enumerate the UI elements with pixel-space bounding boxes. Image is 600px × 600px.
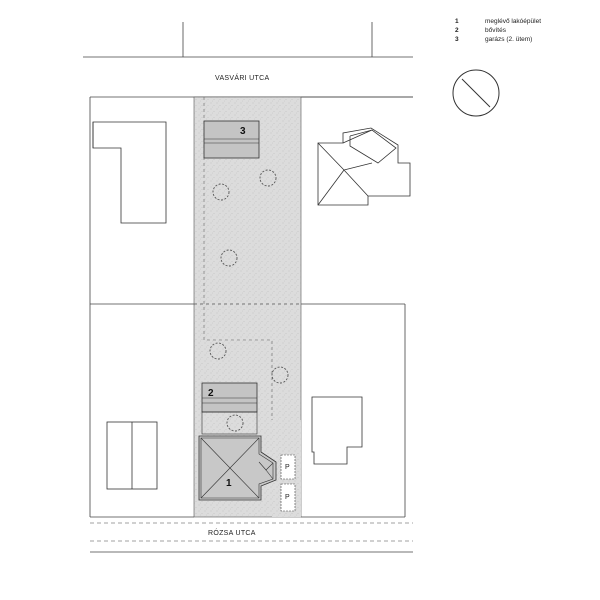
building-number-garage: 3: [240, 126, 246, 137]
building-existing-house: 1: [198, 435, 277, 501]
legend: 1 meglévő lakóépület 2 bővítés 3 garázs …: [455, 17, 541, 45]
building-garage: 3: [203, 120, 260, 159]
south-street-label: RÓZSA UTCA: [208, 528, 256, 537]
south-street-edges: [90, 516, 413, 553]
neighbour-building-east-south: [311, 396, 363, 465]
parking-label: P: [285, 464, 290, 471]
legend-label: garázs (2. ütem): [485, 36, 533, 44]
north-street-label: VASVÁRI UTCA: [215, 73, 269, 82]
trees: [209, 169, 289, 432]
tree: [220, 249, 238, 267]
building-number-existing: 1: [226, 478, 232, 489]
parking-spaces: P P: [280, 454, 296, 512]
legend-label: bővítés: [485, 27, 506, 35]
neighbour-building-hipped-roof: [317, 127, 411, 206]
parking-label: P: [285, 494, 290, 501]
north-background-lines: [83, 22, 413, 58]
parking-space: [280, 454, 296, 480]
legend-number: 2: [455, 27, 459, 35]
legend-item: 1 meglévő lakóépület: [455, 17, 541, 26]
tree: [259, 169, 277, 187]
neighbour-building-west-south: [106, 421, 158, 490]
parking-space: [280, 483, 296, 512]
neighbour-plots: [89, 96, 413, 517]
building-extension: 2: [201, 382, 258, 435]
legend-label: meglévő lakóépület: [485, 18, 542, 25]
tree: [209, 342, 227, 360]
legend-item: 2 bővítés: [455, 26, 541, 35]
plot-internal-dashed-boundary: [203, 97, 273, 420]
north-arrow-icon: [452, 69, 500, 117]
legend-item: 3 garázs (2. ütem): [455, 35, 541, 44]
tree: [212, 183, 230, 201]
legend-number: 1: [455, 18, 459, 25]
neighbour-building-l-shape: [92, 121, 167, 224]
tree: [271, 366, 289, 384]
legend-number: 3: [455, 36, 459, 44]
building-number-extension: 2: [208, 388, 214, 399]
tree: [226, 414, 244, 432]
